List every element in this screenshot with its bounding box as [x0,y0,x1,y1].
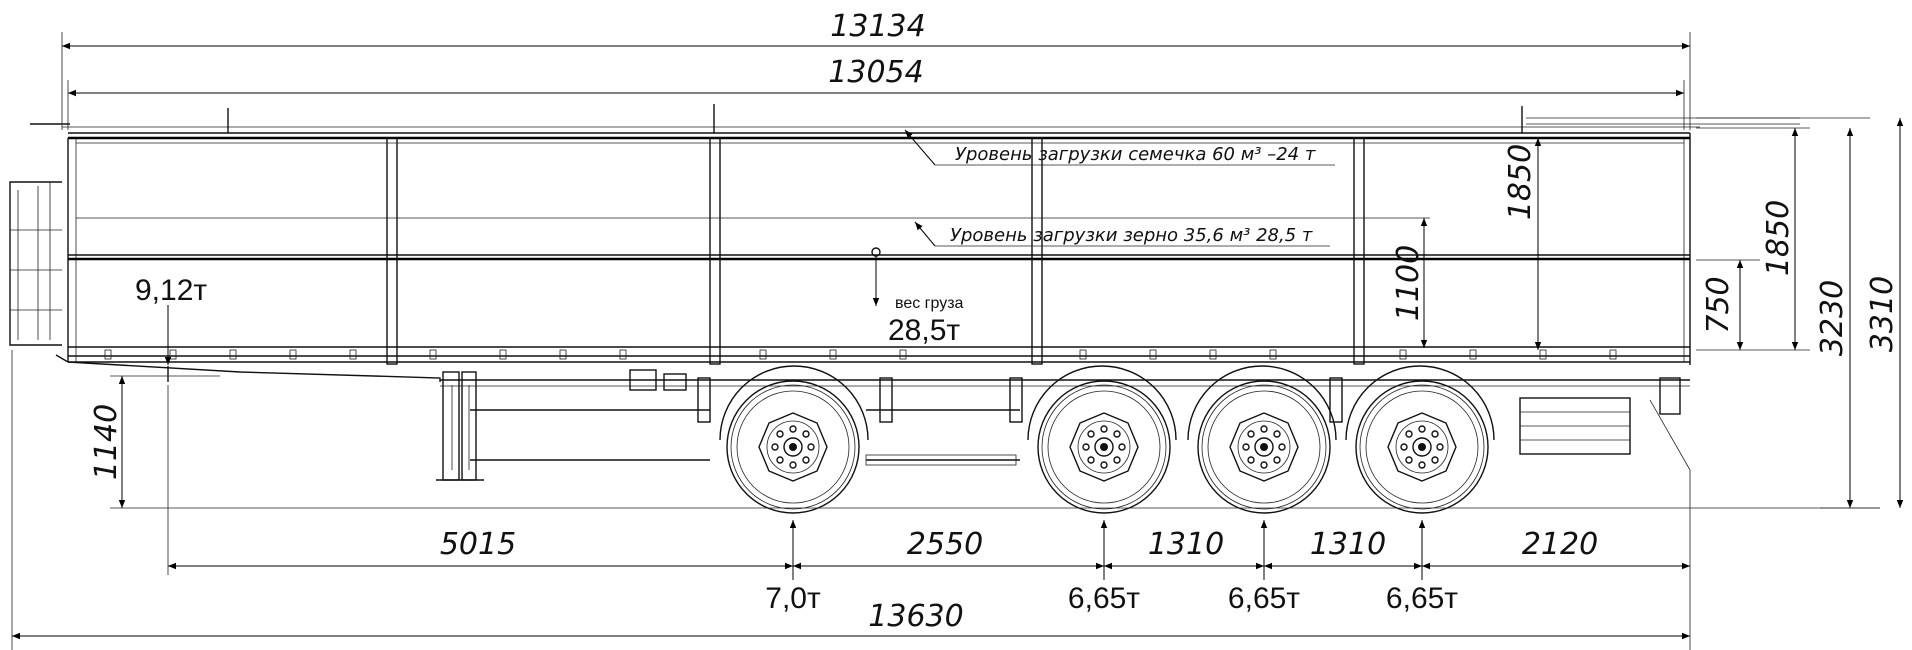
dim-axle-spacing: 5015 2550 1310 1310 2120 [167,385,1691,650]
svg-text:9,12т: 9,12т [135,274,207,307]
dim-rear-heights: 750 1850 [1696,127,1810,351]
svg-text:13630: 13630 [868,599,963,634]
svg-text:Уровень загрузки зерно 35,6 м: Уровень загрузки зерно 35,6 м³ 28,5 т [950,225,1313,246]
svg-text:13134: 13134 [830,9,925,44]
svg-text:6,65т: 6,65т [1386,582,1458,615]
wheel-axle-4 [1355,380,1489,514]
dim-total-length: 13630 [11,350,1690,650]
cargo-weight: вес груза 28,5т [871,247,964,347]
svg-text:1140: 1140 [89,404,124,480]
wheel-axle-1 [726,380,860,514]
seed-level-note: Уровень загрузки семечка 60 м³ –24 т [76,129,1684,166]
grain-level-note: Уровень загрузки зерно 35,6 м³ 28,5 т [76,217,1430,247]
axle-loads: 7,0т 6,65т 6,65т 6,65т [765,520,1458,615]
svg-text:3230: 3230 [1815,280,1850,356]
svg-text:28,5т: 28,5т [888,314,960,347]
svg-text:1310: 1310 [1310,527,1386,562]
dim-lower-board: 1100 [1391,218,1428,348]
dim-overall-top: 13134 [61,9,1691,130]
svg-text:1850: 1850 [1503,144,1538,220]
wheel-axle-3 [1197,380,1331,514]
svg-text:вес груза: вес груза [895,295,964,312]
svg-text:1310: 1310 [1148,527,1224,562]
dim-coupling-height: 1140 [89,375,220,508]
svg-text:1100: 1100 [1391,245,1426,321]
svg-text:5015: 5015 [440,527,516,562]
dim-body-height: 3230 3310 [1696,117,1904,509]
svg-text:Уровень загрузки семечка 60 м: Уровень загрузки семечка 60 м³ –24 т [955,144,1316,165]
dim-side-height: 1850 [1503,138,1542,350]
wheel-axle-2 [1037,380,1171,514]
svg-text:6,65т: 6,65т [1228,582,1300,615]
svg-text:13054: 13054 [828,55,923,90]
svg-text:2550: 2550 [907,527,983,562]
svg-text:2120: 2120 [1522,527,1598,562]
kingpin-load: 9,12т [135,274,207,365]
svg-text:1850: 1850 [1761,200,1796,276]
svg-text:3310: 3310 [1865,276,1900,352]
svg-text:750: 750 [1701,276,1736,333]
svg-text:7,0т: 7,0т [765,582,821,615]
dim-body-length: 13054 [67,55,1685,130]
svg-text:6,65т: 6,65т [1068,582,1140,615]
